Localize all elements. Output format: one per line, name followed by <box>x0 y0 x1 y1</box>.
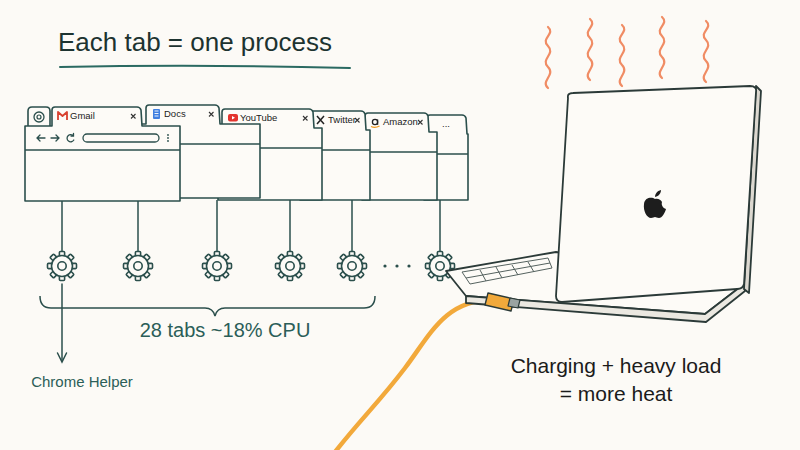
annotation: Chrome Helper <box>17 373 147 391</box>
browser-tab: Gmail <box>25 106 180 201</box>
browser-tab: Amazon <box>362 112 437 200</box>
annotation: 28 tabs ~18% CPU <box>105 318 345 342</box>
tab-title: Docs <box>164 108 186 119</box>
tab-window-outline <box>25 106 180 201</box>
process-gears <box>48 252 455 281</box>
tab-icon <box>371 119 380 127</box>
annotation: Charging + heavy load = more heat <box>505 352 727 409</box>
close-mark <box>303 116 308 121</box>
tab-title: YouTube <box>240 112 277 123</box>
tab-title: ... <box>427 118 465 129</box>
tab-title: Twitter <box>328 114 356 125</box>
tab-title: Amazon <box>383 116 418 127</box>
tab-title: Gmail <box>70 110 95 121</box>
charging-cable <box>335 300 492 450</box>
apple-logo <box>644 190 666 218</box>
helper-arrow <box>58 284 67 362</box>
group-bracket <box>40 296 375 316</box>
tab-icon <box>228 114 238 122</box>
tab-icon <box>317 116 324 124</box>
title-underline <box>60 66 350 68</box>
close-mark <box>131 114 136 119</box>
close-mark <box>209 112 214 117</box>
tab-icon <box>58 112 67 120</box>
heat-waves <box>546 17 709 88</box>
process-wires <box>62 198 440 251</box>
laptop <box>446 86 761 322</box>
diagram-title: Each tab = one process <box>58 27 332 58</box>
tab-icon <box>153 109 160 119</box>
ellipsis-dots <box>383 264 410 267</box>
close-mark <box>418 120 423 125</box>
